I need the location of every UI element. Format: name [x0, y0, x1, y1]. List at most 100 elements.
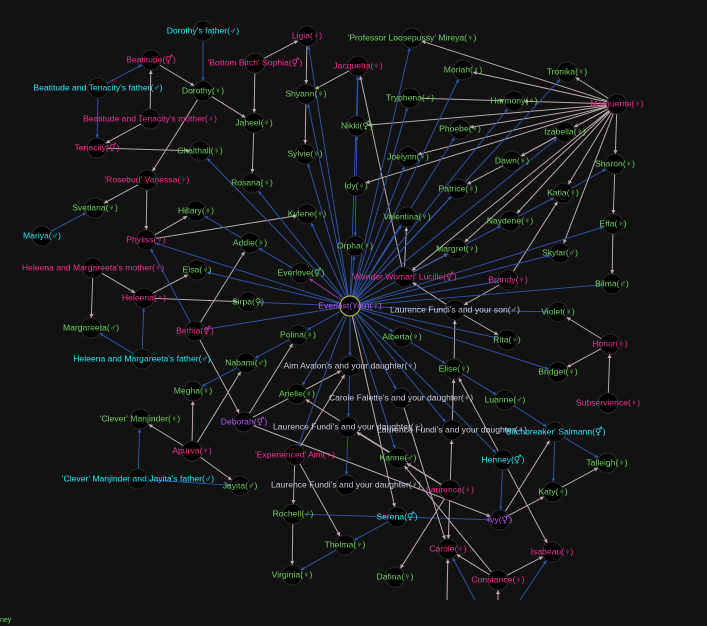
node-margareeta[interactable]: Margareeta(♂)	[63, 317, 119, 339]
node-shyann[interactable]: Shyann(♀)	[285, 83, 327, 105]
node-cmj-father[interactable]: 'Clever' Manjinder and Jayita's father(♂…	[62, 468, 214, 490]
node-moriah[interactable]: Moriah(♀)	[444, 59, 483, 81]
node-patrice[interactable]: Patrice(♀)	[439, 178, 478, 200]
node-polina[interactable]: Polina(♀)	[280, 324, 316, 346]
node-naydene[interactable]: Naydene(♀)	[487, 210, 534, 232]
node-elsa[interactable]: Elsa(♀)	[183, 259, 212, 281]
node-karine[interactable]: Karine(♂)	[379, 447, 417, 469]
node-arielle[interactable]: Arielle(♀)	[279, 383, 315, 405]
node-nikki[interactable]: Nikki(⚥)	[341, 115, 373, 137]
node-circle[interactable]	[339, 295, 361, 317]
node-brandy[interactable]: Brandy(♀)	[488, 269, 528, 291]
node-circle[interactable]	[437, 538, 459, 560]
node-everlove[interactable]: Everlove(⚥)	[278, 262, 325, 284]
node-circle[interactable]	[390, 387, 412, 409]
node-circle[interactable]	[127, 468, 149, 490]
node-marguerite[interactable]: Marguerite(♀)	[590, 93, 644, 115]
node-effa[interactable]: Effa(♀)	[599, 213, 627, 235]
node-dafina[interactable]: Dafina(♀)	[376, 566, 414, 588]
node-carole[interactable]: Carole(♀)	[429, 538, 467, 560]
node-sirpa[interactable]: Sirpa(⚲)	[232, 291, 264, 313]
node-circle[interactable]	[131, 348, 153, 370]
node-vanessa[interactable]: 'Rosebud' Vanessa(♀)	[104, 169, 190, 191]
node-virginia[interactable]: Virginia(♀)	[272, 564, 313, 586]
node-hm-father[interactable]: Heleena and Margareeta's father(♂)	[73, 348, 211, 370]
node-circle[interactable]	[229, 475, 251, 497]
node-circle[interactable]	[235, 352, 257, 374]
node-aim[interactable]: 'Experienced' Aim(♀)	[255, 444, 335, 466]
node-kylene[interactable]: Kylene(♀)	[288, 203, 327, 225]
node-circle[interactable]	[31, 225, 53, 247]
node-elise[interactable]: Elise(♀)	[439, 358, 470, 380]
node-circle[interactable]	[86, 137, 108, 159]
node-circle[interactable]	[387, 447, 409, 469]
node-circle[interactable]	[286, 383, 308, 405]
node-valentina[interactable]: Valentina(♀)	[383, 206, 431, 228]
node-circle[interactable]	[596, 452, 618, 474]
node-megha[interactable]: Megha(♀)	[174, 380, 213, 402]
node-circle[interactable]	[335, 474, 357, 496]
node-circle[interactable]	[441, 419, 463, 441]
node-circle[interactable]	[449, 118, 471, 140]
node-cf-daughter[interactable]: Carole Falette's and your daughter(♀)	[329, 387, 473, 409]
node-dawn[interactable]: Dawn(♀)	[495, 150, 529, 172]
node-rita[interactable]: Rita(♀)	[493, 329, 521, 351]
node-svetlana[interactable]: Svetlana(♀)	[72, 197, 118, 219]
node-circle[interactable]	[345, 175, 367, 197]
node-circle[interactable]	[82, 257, 104, 279]
node-lf-daughter2[interactable]: Laurence Fundi's and your daughter(♀)	[377, 419, 527, 441]
node-jayita[interactable]: Jayita(♂)	[223, 475, 258, 497]
node-sylvie[interactable]: Sylvie(♀)	[287, 143, 323, 165]
node-henney[interactable]: Henney(⚥)	[481, 449, 525, 471]
node-laurence[interactable]: Laurence(♀)	[426, 479, 474, 501]
node-circle[interactable]	[139, 108, 161, 130]
node-circle[interactable]	[549, 242, 571, 264]
node-aa-daughter[interactable]: Aim Avalon's and your daughter(♀)	[283, 355, 417, 377]
node-beatitude[interactable]: Beatitude(⚥)	[126, 49, 176, 71]
node-circle[interactable]	[597, 392, 619, 414]
node-circle[interactable]	[294, 143, 316, 165]
node-violet[interactable]: Violet(♀)	[541, 301, 575, 323]
node-circle[interactable]	[186, 259, 208, 281]
node-tronika[interactable]: Tronika(♀)	[547, 61, 588, 83]
node-circle[interactable]	[501, 150, 523, 172]
node-mireya[interactable]: 'Professor Loosepussy' Mireya(♀)	[348, 27, 477, 49]
node-circle[interactable]	[339, 355, 361, 377]
node-rochell[interactable]: Rochell(♂)	[273, 503, 314, 525]
node-circle[interactable]	[244, 52, 266, 74]
node-circle[interactable]	[497, 269, 519, 291]
node-bt-mother[interactable]: Beatitude and Tenacity's mother(♀)	[83, 108, 217, 130]
node-circle[interactable]	[384, 566, 406, 588]
node-circle[interactable]	[282, 503, 304, 525]
node-circle[interactable]	[541, 541, 563, 563]
node-skylar[interactable]: Skylar(♂)	[542, 242, 578, 264]
node-phoebe[interactable]: Phoebe(♀)	[439, 118, 481, 140]
node-circle[interactable]	[503, 90, 525, 112]
node-circle[interactable]	[346, 115, 368, 137]
node-circle[interactable]	[296, 25, 318, 47]
node-lf-daughter1[interactable]: Laurence Fundi's and your daughter(♀)	[273, 416, 423, 438]
node-circle[interactable]	[337, 416, 359, 438]
node-circle[interactable]	[499, 210, 521, 232]
node-addie[interactable]: Addie(♀)	[233, 232, 267, 254]
node-circle[interactable]	[602, 213, 624, 235]
node-circle[interactable]	[487, 569, 509, 591]
node-circle[interactable]	[399, 87, 421, 109]
node-dorothy-father[interactable]: Dorothy's father(♂)	[167, 20, 240, 42]
node-circle[interactable]	[439, 479, 461, 501]
node-circle[interactable]	[344, 235, 366, 257]
node-circle[interactable]	[556, 61, 578, 83]
node-apurva[interactable]: Apurva(♀)	[172, 440, 212, 462]
node-circle[interactable]	[447, 178, 469, 200]
node-katy[interactable]: Katy(♀)	[538, 481, 568, 503]
node-circle[interactable]	[181, 440, 203, 462]
node-circle[interactable]	[446, 238, 468, 260]
node-circle[interactable]	[284, 444, 306, 466]
node-bilma[interactable]: Bilma(♂)	[595, 273, 629, 295]
node-circle[interactable]	[192, 80, 214, 102]
node-circle[interactable]	[489, 509, 511, 531]
node-jaheel[interactable]: Jaheel(♀)	[235, 112, 273, 134]
node-hillary[interactable]: Hillary(♀)	[178, 200, 214, 222]
node-circle[interactable]	[396, 206, 418, 228]
